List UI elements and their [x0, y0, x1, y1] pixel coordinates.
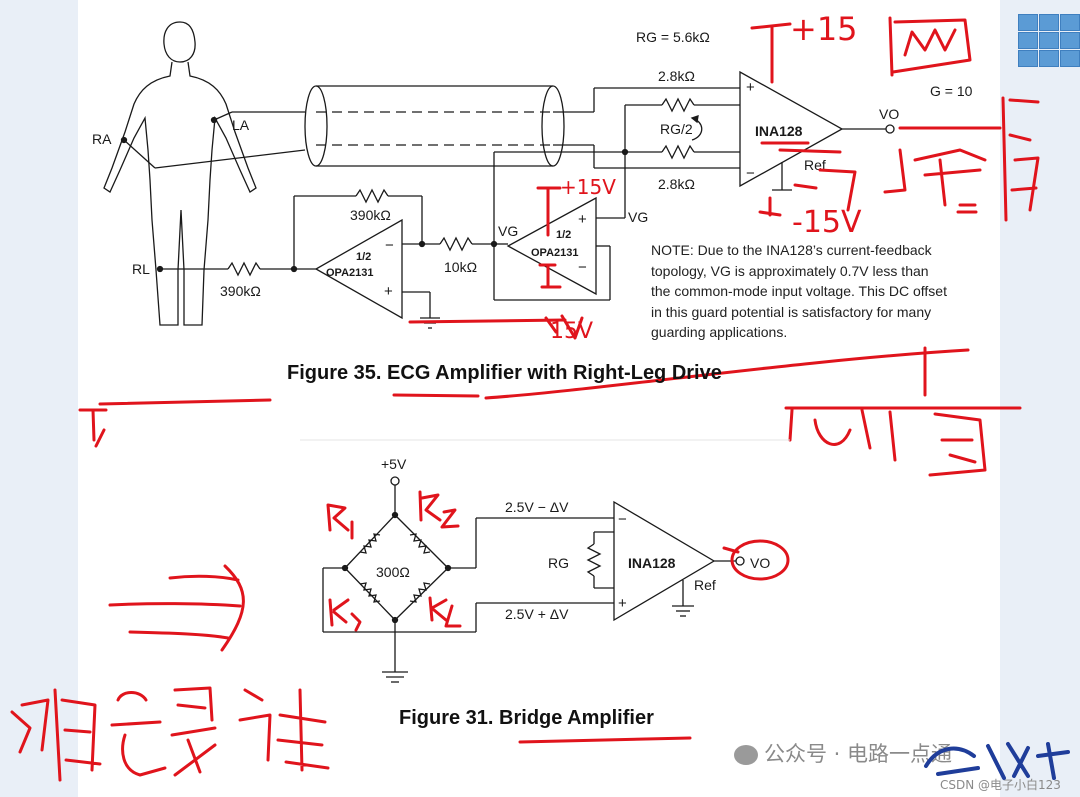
university-seal-logo-icon: [924, 742, 1070, 780]
r-top-label: 2.8kΩ: [658, 68, 695, 84]
opa-right-plus: +: [578, 211, 587, 228]
figure35-caption: Figure 35. ECG Amplifier with Right-Leg …: [287, 362, 722, 384]
opa-left-minus: −: [385, 237, 394, 254]
bridge-resistor-label: 300Ω: [376, 564, 410, 580]
vg-node-label: VG: [498, 223, 518, 239]
ra-label: RA: [92, 131, 112, 147]
ina128-bridge-label: INA128: [628, 555, 676, 571]
note-line: the common-mode input voltage. This DC o…: [651, 283, 947, 299]
human-body-icon: [103, 21, 257, 326]
opa-left-fraction: 1/2: [356, 251, 371, 263]
rg-half-label: RG/2: [660, 121, 693, 137]
rg-value-label: RG = 5.6kΩ: [636, 29, 710, 45]
ina-bridge-minus: −: [618, 511, 627, 528]
note-line: topology, VG is approximately 0.7V less …: [651, 262, 929, 279]
wechat-icon: [734, 745, 758, 765]
ina-plus-label: +: [746, 79, 755, 96]
figure31-schematic: [322, 476, 745, 683]
figure35-schematic: [103, 21, 895, 329]
ina128-label: INA128: [755, 123, 803, 139]
note-line: NOTE: Due to the INA128’s current-feedba…: [651, 242, 932, 258]
ref-bridge-label: Ref: [694, 577, 716, 593]
rg-label: RG: [548, 555, 569, 571]
pen-plus15: +15: [790, 10, 858, 48]
csdn-watermark: CSDN @电子小白123: [940, 778, 1061, 792]
opa-left-plus: +: [384, 283, 393, 300]
r-bottom-label: 2.8kΩ: [658, 176, 695, 192]
opa-right-fraction: 1/2: [556, 229, 571, 241]
watermark-label: 公众号 · 电路一点通: [764, 742, 953, 766]
red-annotations: [10, 16, 1040, 782]
ina-minus-label: −: [746, 165, 755, 182]
vo-bridge-label: VO: [750, 555, 770, 571]
rl-label: RL: [132, 261, 150, 277]
r390-input-label: 390kΩ: [220, 283, 261, 299]
document-page: [78, 0, 1000, 797]
r10k-label: 10kΩ: [444, 259, 477, 275]
pen-plus15v: +15V: [560, 175, 616, 199]
opa-right-minus: −: [578, 259, 587, 276]
pen-15v: 15V: [550, 319, 593, 344]
bottom-input-label: 2.5V + ΔV: [505, 606, 569, 622]
ina-bridge-plus: +: [618, 595, 627, 612]
opa-left-name: OPA2131: [326, 267, 374, 279]
watermark-text: 公众号 · 电路一点通: [734, 738, 952, 768]
vo-label: VO: [879, 106, 899, 122]
top-input-label: 2.5V − ΔV: [505, 499, 569, 515]
gain-label: G = 10: [930, 83, 973, 99]
r390-feedback-label: 390kΩ: [350, 207, 391, 223]
supply-label: +5V: [381, 456, 407, 472]
note-line: guarding applications.: [651, 324, 788, 340]
vg-output-label: VG: [628, 209, 648, 225]
pen-minus15v: -15V: [792, 205, 862, 240]
figure31-caption: Figure 31. Bridge Amplifier: [399, 707, 654, 729]
opa-right-name: OPA2131: [531, 247, 579, 259]
la-label: LA: [232, 117, 250, 133]
note-line: in this guard potential is satisfactory …: [651, 303, 932, 320]
design-note: NOTE: Due to the INA128’s current-feedba…: [651, 240, 947, 343]
